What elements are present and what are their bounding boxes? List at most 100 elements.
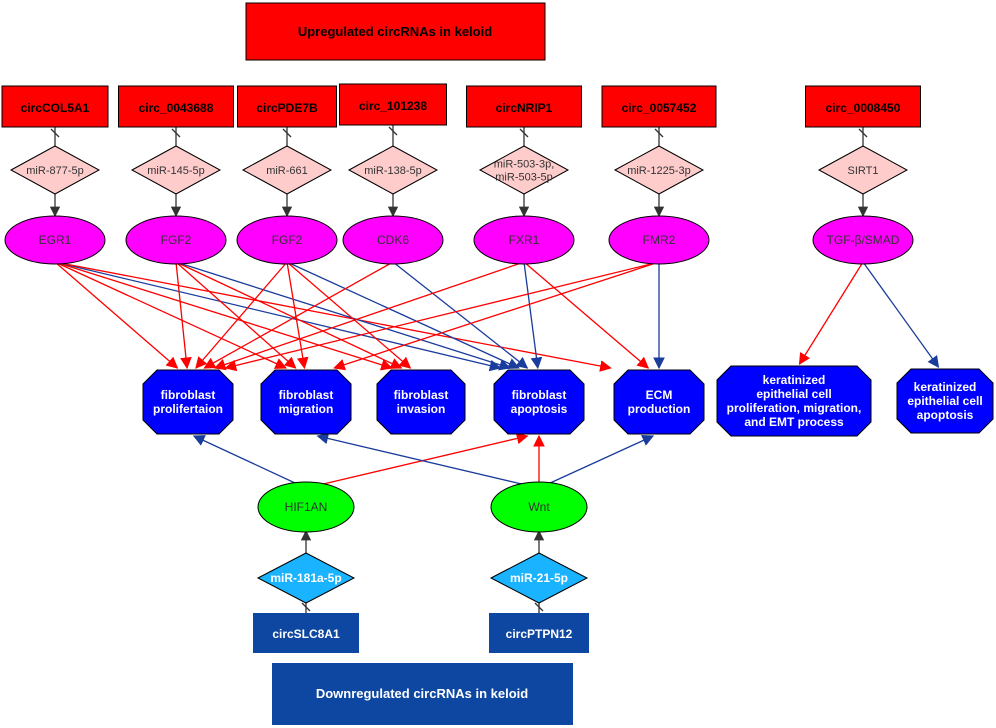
down-circrna-label: circSLC8A1	[272, 627, 340, 641]
outcome-node-3	[493, 369, 585, 435]
down-mirna-diamond-1	[489, 552, 589, 604]
inhibition-mark	[858, 128, 868, 138]
green-node-label: HIF1AN	[285, 500, 328, 514]
edge-target-outcome	[523, 261, 543, 370]
circrna-label: circ_0008450	[826, 101, 901, 115]
target-label: EGR1	[39, 233, 72, 247]
mirna-diamond-3	[347, 145, 439, 195]
edge-target-outcome	[54, 261, 179, 369]
circrna-box-5	[601, 85, 717, 128]
target-node-4	[473, 215, 575, 265]
circrna-box-1	[118, 85, 234, 128]
outcome-label: proliferation, migration,	[727, 401, 862, 415]
mirna-diamond-6	[817, 145, 909, 195]
edge-target-outcome	[224, 261, 660, 372]
mirna-diamond-1	[130, 145, 222, 195]
circrna-box-3	[339, 83, 447, 126]
circrna-label: circCOL5A1	[21, 101, 90, 115]
edge-target-outcome	[333, 261, 660, 371]
outcome-label: keratinized	[914, 380, 977, 394]
inhibition-mark	[301, 602, 311, 612]
green-node-1	[490, 481, 588, 533]
mirna-label: miR-661	[266, 165, 308, 177]
inhibition-mark	[282, 128, 292, 138]
outcome-label: production	[628, 402, 691, 416]
circrna-box-6	[805, 85, 921, 128]
upregulated-title: Upregulated circRNAs in keloid	[298, 24, 492, 39]
outcome-label: prolifertaion	[153, 402, 223, 416]
edge-target-outcome	[286, 261, 520, 369]
target-node-3	[342, 215, 444, 265]
outcome-label: apoptosis	[917, 408, 974, 422]
mirna-label: miR-503-5p	[495, 172, 552, 184]
downregulated-title: Downregulated circRNAs in keloid	[316, 686, 528, 701]
target-node-2	[236, 215, 338, 265]
outcome-node-4	[613, 369, 705, 435]
edge-target-outcome	[175, 261, 512, 371]
edge-target-outcome	[798, 261, 864, 365]
outcome-node-5	[716, 365, 872, 437]
outcome-label: and EMT process	[744, 415, 844, 429]
edge-green-outcome	[316, 432, 535, 488]
edge-target-outcome	[392, 261, 529, 369]
edge-target-outcome	[54, 261, 502, 372]
edge-green-outcome	[310, 432, 529, 488]
edge-target-outcome	[213, 261, 525, 371]
mirna-diamond-5	[613, 145, 705, 195]
edge-green-outcome	[541, 435, 655, 488]
down-mirna-label: miR-181a-5p	[270, 571, 341, 585]
edge-target-outcome	[286, 261, 412, 369]
down-mirna-diamond-0	[256, 552, 356, 604]
circrna-box-2	[237, 85, 337, 128]
outcome-label: ECM	[646, 388, 673, 402]
mirna-diamond-2	[241, 145, 333, 195]
circrna-label: circ_0057452	[622, 101, 697, 115]
circrna-box-4	[466, 85, 582, 128]
mirna-diamond-0	[9, 145, 101, 195]
edges-layer	[49, 125, 940, 613]
target-label: FMR2	[643, 233, 676, 247]
target-label: FGF2	[161, 233, 192, 247]
edge-target-outcome	[54, 261, 393, 371]
outcome-node-0	[142, 369, 234, 435]
outcome-node-2	[376, 369, 466, 435]
upregulated-title-box	[245, 2, 546, 61]
circrna-label: circ_101238	[359, 99, 427, 113]
outcome-node-6	[896, 368, 994, 434]
target-label: FXR1	[509, 233, 540, 247]
outcome-label: apoptosis	[511, 402, 568, 416]
mirna-label: miR-503-3p,	[494, 159, 555, 171]
inhibition-mark	[534, 602, 544, 612]
edge-target-outcome	[54, 261, 612, 372]
outcome-label: invasion	[397, 402, 446, 416]
edge-target-outcome	[54, 261, 287, 369]
edge-target-outcome	[175, 261, 192, 370]
edge-target-outcome	[286, 261, 309, 370]
outcome-label: keratinized	[763, 373, 826, 387]
outcome-node-1	[260, 369, 352, 435]
target-label: TGF-β/SMAD	[827, 233, 900, 247]
target-node-0	[4, 215, 106, 265]
mirna-label: miR-1225-3p	[627, 165, 691, 177]
outcome-label: epithelial cell	[907, 394, 982, 408]
mirna-diamond-4	[478, 145, 570, 195]
target-node-6	[812, 215, 914, 265]
inhibition-mark	[519, 128, 529, 138]
target-label: CDK6	[377, 233, 409, 247]
outcome-label: migration	[279, 402, 334, 416]
downregulated-title-box	[272, 663, 573, 725]
outcome-label: fibroblast	[161, 388, 216, 402]
edge-target-outcome	[175, 261, 297, 369]
mirna-label: miR-145-5p	[147, 165, 204, 177]
edge-target-outcome	[203, 261, 394, 369]
outcome-label: fibroblast	[512, 388, 567, 402]
down-circrna-box-1	[489, 613, 589, 653]
green-node-0	[257, 481, 355, 533]
green-node-label: Wnt	[528, 500, 550, 514]
outcome-label: fibroblast	[279, 388, 334, 402]
circrna-label: circNRIP1	[496, 101, 553, 115]
mirna-label: SIRT1	[848, 165, 879, 177]
target-node-5	[608, 215, 710, 265]
